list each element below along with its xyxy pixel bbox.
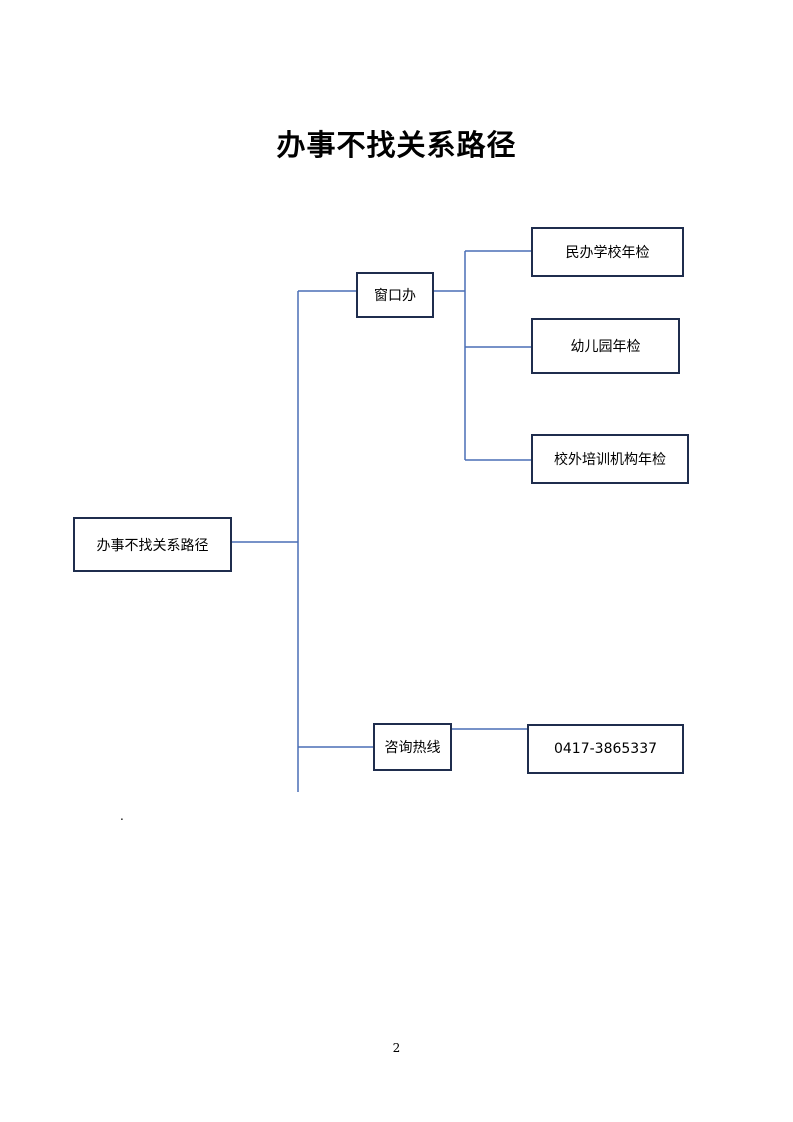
leaf-node-training-institution-inspection: 校外培训机构年检: [531, 434, 689, 484]
branch-node-window: 窗口办: [356, 272, 434, 318]
branch-node-hotline: 咨询热线: [373, 723, 452, 771]
page-number: 2: [392, 1041, 401, 1055]
page-title: 办事不找关系路径: [276, 128, 517, 162]
root-node: 办事不找关系路径: [73, 517, 232, 572]
leaf-node-hotline-number: 0417-3865337: [527, 724, 684, 774]
leaf-node-kindergarten-inspection: 幼儿园年检: [531, 318, 680, 374]
leaf-node-private-school-inspection: 民办学校年检: [531, 227, 684, 277]
stray-dot: .: [120, 809, 124, 823]
